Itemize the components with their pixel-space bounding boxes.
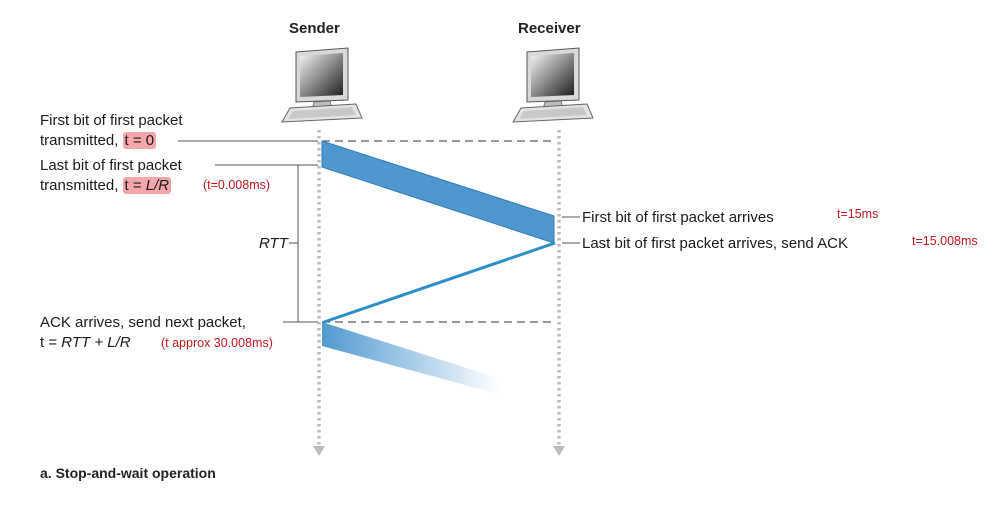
t-zero-highlight: t = 0 — [122, 132, 157, 149]
first-bit-sent-line1: First bit of first packet — [40, 112, 183, 129]
last-bit-sent-line1: Last bit of first packet — [40, 157, 182, 174]
last-bit-arrives-label: Last bit of first packet arrives, send A… — [582, 235, 848, 252]
rtt-bracket — [297, 164, 318, 323]
ack-arrives-line1: ACK arrives, send next packet, — [40, 314, 246, 331]
sender-label: Sender — [289, 20, 340, 37]
receiver-label: Receiver — [518, 20, 581, 37]
ack-arrives-note: (t approx 30.008ms) — [161, 336, 273, 350]
sender-timeline-arrow-icon — [313, 446, 325, 456]
last-bit-arrives-note: t=15.008ms — [912, 234, 978, 248]
last-bit-sent-note: (t=0.008ms) — [203, 178, 271, 192]
last-bit-sent-line2: transmitted, t = L/R — [40, 176, 172, 195]
first-packet-band — [321, 140, 555, 244]
first-bit-arrives-note: t=15ms — [837, 207, 879, 221]
ack-line — [323, 241, 556, 324]
sender-computer-icon — [281, 47, 363, 123]
receiver-computer-icon — [512, 47, 594, 123]
ack-arrives-prefix: t = — [40, 334, 62, 351]
t-lr-prefix: t = — [124, 177, 146, 194]
last-bit-sent-prefix: transmitted, — [40, 177, 123, 194]
next-packet-band — [322, 322, 520, 400]
receiver-timeline-arrow-icon — [553, 446, 565, 456]
first-bit-arrives-label: First bit of first packet arrives — [582, 209, 774, 226]
ack-arrives-line2: t = RTT + L/R — [40, 333, 131, 352]
t-lr-highlight: t = L/R — [122, 177, 172, 194]
first-bit-sent-prefix: transmitted, — [40, 132, 123, 149]
rtt-label: RTT — [259, 235, 288, 252]
t-lr-value: L/R — [145, 177, 170, 194]
first-bit-sent-line2: transmitted, t = 0 — [40, 131, 157, 150]
ack-arrives-value: RTT + L/R — [61, 334, 131, 351]
diagram-caption: a. Stop-and-wait operation — [40, 465, 216, 481]
